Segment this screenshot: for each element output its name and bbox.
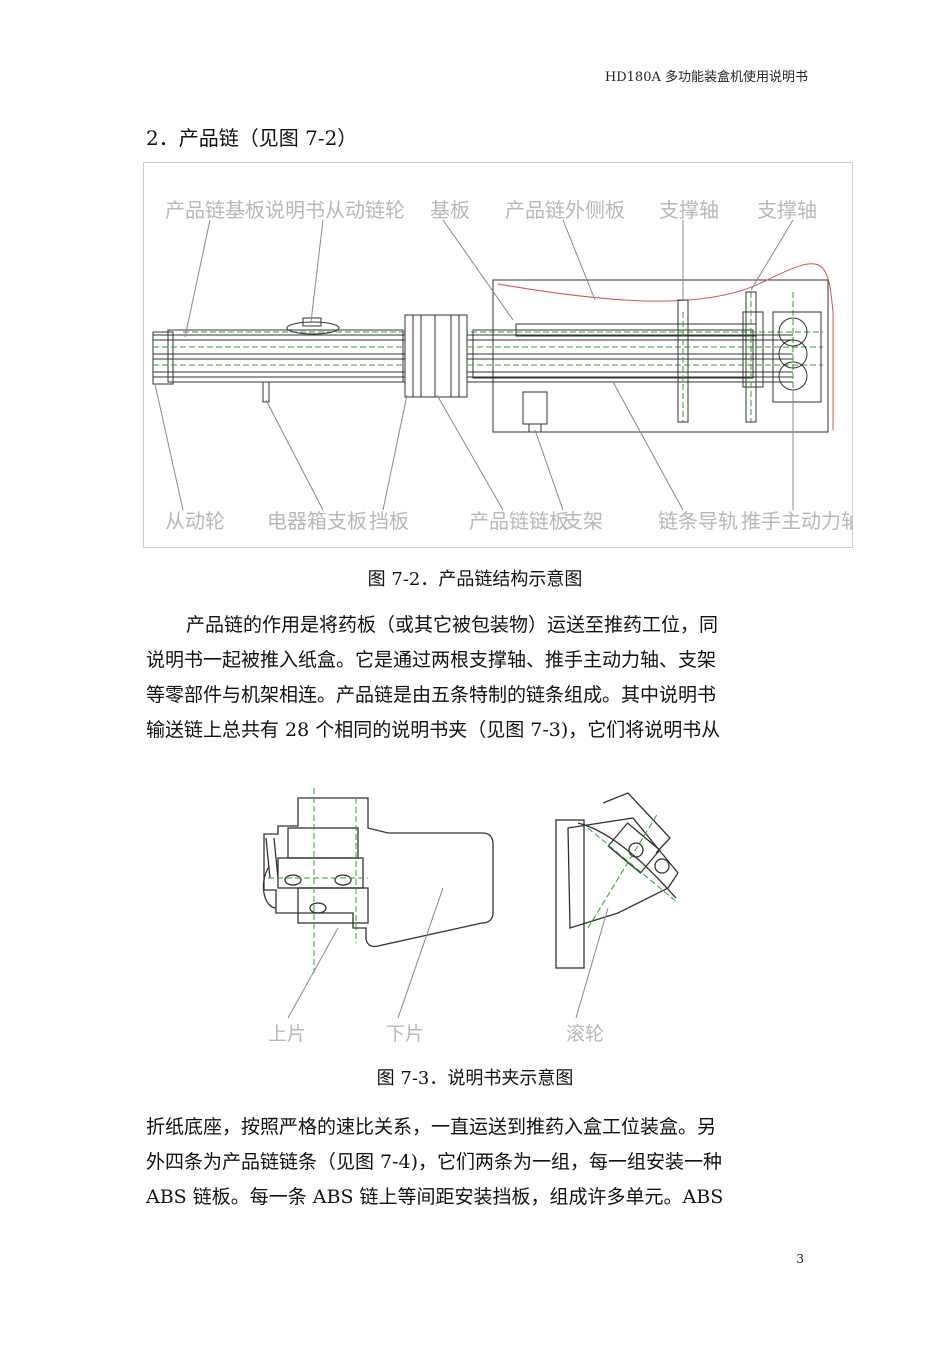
fig1-label-2: 说明书从动链轮 bbox=[265, 198, 405, 222]
fig1-label-13: 推手主动力轴 bbox=[741, 509, 853, 533]
paragraph-2-line: 外四条为产品链链条（见图 7-4)，它们两条为一组，每一组安装一种 bbox=[146, 1151, 723, 1173]
figure-7-3-caption: 图 7-3．说明书夹示意图 bbox=[376, 1068, 574, 1089]
fig2-label-lower: 下片 bbox=[386, 1023, 424, 1045]
figure-manual-clip: 上片 下片 滚轮 bbox=[258, 778, 698, 1050]
manual-clip-drawing: 上片 下片 滚轮 bbox=[262, 788, 679, 1045]
section-title: 2．产品链（见图 7-2） bbox=[146, 126, 358, 150]
fig1-label-12: 链条导轨 bbox=[658, 509, 738, 533]
fig1-label-5: 支撑轴 bbox=[659, 198, 719, 222]
fig1-label-6: 支撑轴 bbox=[757, 198, 817, 222]
figure-product-chain: 产品链基板 说明书从动链轮 基板 产品链外侧板 支撑轴 支撑轴 从动轮 电器箱支… bbox=[143, 162, 853, 548]
fig1-label-10: 产品链链板 bbox=[469, 509, 569, 533]
paragraph-2-line: 折纸底座，按照严格的速比关系，一直运送到推药入盒工位装盒。另 bbox=[146, 1116, 717, 1138]
fig1-label-1: 产品链基板 bbox=[165, 198, 265, 222]
fig1-label-7: 从动轮 bbox=[165, 509, 225, 533]
fig2-label-roller: 滚轮 bbox=[566, 1023, 604, 1045]
paragraph-1: 产品链的作用是将药板（或其它被包装物）运送至推药工位，同 说明书一起被推入纸盒。… bbox=[146, 608, 806, 748]
fig1-label-11: 支架 bbox=[563, 509, 603, 533]
paragraph-1-line: 说明书一起被推入纸盒。它是通过两根支撑轴、推手主动力轴、支架 bbox=[146, 649, 717, 671]
figure-7-2-caption: 图 7-2．产品链结构示意图 bbox=[367, 569, 583, 590]
fig1-label-9: 挡板 bbox=[369, 509, 409, 533]
running-header: HD180A 多功能装盒机使用说明书 bbox=[604, 70, 808, 85]
page-number: 3 bbox=[796, 1252, 804, 1266]
paragraph-2-line: ABS 链板。每一条 ABS 链上等间距安装挡板，组成许多单元。ABS bbox=[146, 1186, 724, 1208]
paragraph-1-line: 产品链的作用是将药板（或其它被包装物）运送至推药工位，同 bbox=[186, 614, 719, 636]
product-chain-drawing: 产品链基板 说明书从动链轮 基板 产品链外侧板 支撑轴 支撑轴 从动轮 电器箱支… bbox=[143, 162, 853, 548]
paragraph-2: 折纸底座，按照严格的速比关系，一直运送到推药入盒工位装盒。另 外四条为产品链链条… bbox=[146, 1110, 806, 1215]
fig1-label-3: 基板 bbox=[430, 198, 470, 222]
fig1-label-4: 产品链外侧板 bbox=[505, 198, 625, 222]
fig1-label-8: 电器箱支板 bbox=[267, 509, 367, 533]
paragraph-1-line: 等零部件与机架相连。产品链是由五条特制的链条组成。其中说明书 bbox=[146, 684, 717, 706]
fig2-label-upper: 上片 bbox=[268, 1023, 306, 1045]
paragraph-1-line: 输送链上总共有 28 个相同的说明书夹（见图 7-3)，它们将说明书从 bbox=[146, 719, 721, 741]
